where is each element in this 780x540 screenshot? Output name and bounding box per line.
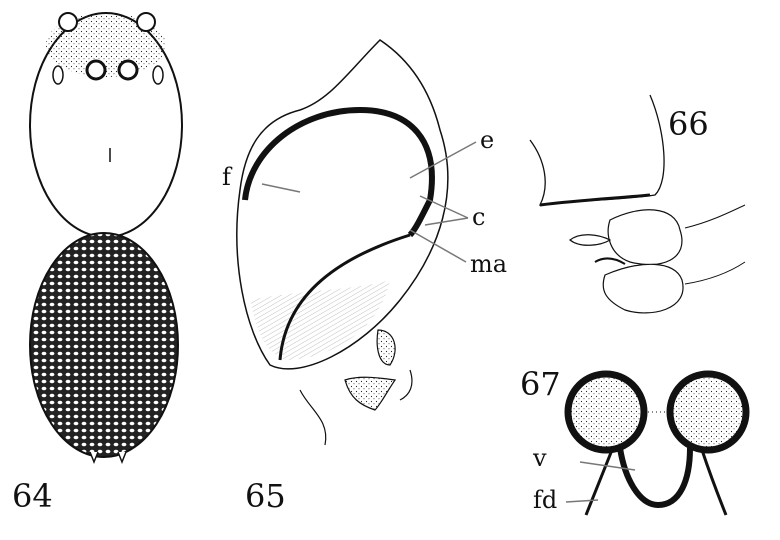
embolus-lateral-drawing	[529, 94, 746, 314]
palp-drawing	[236, 39, 477, 446]
label-fd: fd	[533, 486, 558, 514]
label-c: c	[472, 203, 486, 231]
figure-number-67: 67	[520, 365, 561, 403]
label-e: e	[480, 126, 495, 154]
label-ma: ma	[470, 250, 508, 278]
label-v: v	[533, 444, 547, 472]
spider-dorsal-drawing	[29, 12, 183, 465]
figure-number-66: 66	[668, 105, 709, 143]
label-f: f	[222, 163, 231, 191]
vulva-drawing	[564, 370, 750, 516]
figure-number-65: 65	[245, 477, 286, 515]
figure-number-64: 64	[12, 477, 53, 515]
